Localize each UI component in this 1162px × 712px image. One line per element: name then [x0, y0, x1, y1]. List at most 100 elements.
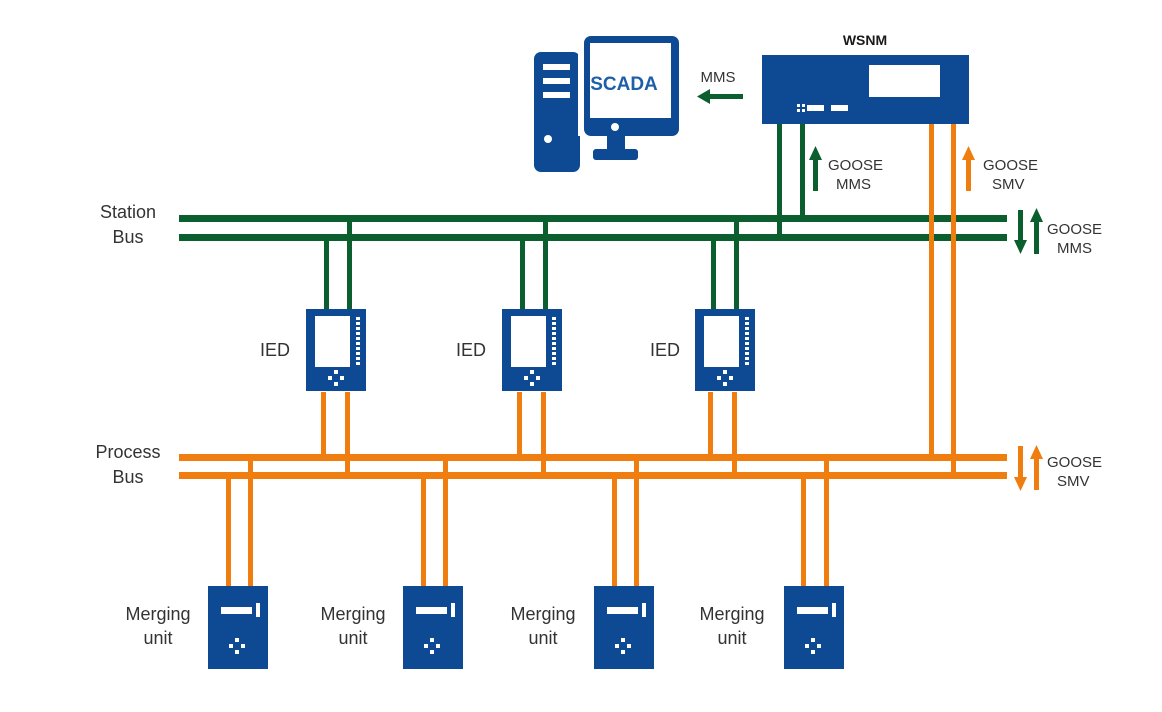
ied-led-strip-icon — [745, 317, 749, 365]
station-bus-label-line2: Bus — [112, 227, 143, 247]
ied-screen — [315, 316, 350, 367]
wsnm-station-arrow-up-icon — [809, 146, 822, 160]
ied-3-label: IED — [650, 340, 680, 360]
ied-screen — [511, 316, 546, 367]
ied-2-label: IED — [456, 340, 486, 360]
merging-unit-device-2 — [403, 586, 463, 669]
ied-3-station-link-a — [711, 238, 716, 310]
ied-device-1 — [306, 309, 366, 391]
wsnm-station-arrow-shaft — [813, 158, 818, 191]
mu-3-link-b — [634, 458, 639, 586]
wsnm-links — [777, 122, 956, 475]
ied-3-process-link-b — [732, 392, 737, 475]
merging-unit-body — [208, 586, 268, 669]
station-bus-arrow-down-shaft — [1018, 210, 1023, 242]
mu-1-label-line2: unit — [143, 628, 172, 648]
merging-unit-indicator — [256, 603, 260, 617]
mu-1-link-b — [248, 458, 253, 586]
ied-3-process-link-a — [708, 392, 713, 457]
merging-unit-keypad-icon — [229, 638, 245, 654]
merging-unit-keypad-icon — [424, 638, 440, 654]
scada-monitor-base — [593, 149, 638, 160]
station-bus-flow-line1: GOOSE — [1047, 221, 1102, 238]
station-bus-arrow-up-shaft — [1034, 222, 1039, 254]
merging-unit-device-4 — [784, 586, 844, 669]
merging-unit-indicator — [451, 603, 455, 617]
wsnm-display — [869, 65, 940, 97]
mu-4-label-line2: unit — [717, 628, 746, 648]
merging-unit-display — [416, 607, 447, 614]
station-bus-arrow-up-icon — [1030, 208, 1043, 222]
merging-unit-display — [797, 607, 828, 614]
wsnm-process-arrow-shaft — [966, 158, 971, 191]
process-bus-label-line1: Process — [95, 442, 160, 462]
process-bus-arrow-up-icon — [1030, 445, 1043, 459]
mu-1-link-a — [226, 478, 231, 586]
wsnm-process-arrow-up-icon — [962, 146, 975, 160]
mu-1-label-line1: Merging — [125, 604, 190, 624]
process-bus-label-line2: Bus — [112, 467, 143, 487]
process-ied-links — [321, 392, 737, 475]
process-bus-line-upper — [179, 454, 1007, 461]
wsnm-ports-icon — [797, 104, 848, 112]
scada-monitor-screen — [590, 43, 671, 118]
merging-unit-device-1 — [208, 586, 268, 669]
mu-2-label-line1: Merging — [320, 604, 385, 624]
ied-2-process-link-a — [517, 392, 522, 457]
ied-1-process-link-a — [321, 392, 326, 457]
wsnm-station-flow: GOOSE MMS — [809, 146, 883, 193]
station-bus-arrow-down-icon — [1014, 240, 1027, 254]
ied-device-3 — [695, 309, 755, 391]
wsnm-to-scada-arrow-shaft — [708, 94, 743, 99]
process-bus-flow-line2: SMV — [1057, 473, 1090, 490]
wsnm-station-link-a — [777, 122, 782, 238]
mu-3-label-line2: unit — [528, 628, 557, 648]
ied-3-station-link-b — [734, 219, 739, 310]
station-bus-flow-line2: MMS — [1057, 240, 1092, 257]
scada-tower-drive-3 — [543, 92, 570, 98]
wsnm-to-scada-label: MMS — [701, 69, 736, 86]
merging-unit-body — [594, 586, 654, 669]
merging-unit-device-3 — [594, 586, 654, 669]
mu-4-label-line1: Merging — [699, 604, 764, 624]
ied-1-station-link-b — [347, 219, 352, 310]
process-bus-arrow-up-shaft — [1034, 458, 1039, 490]
wsnm-device: WSNM — [762, 32, 969, 124]
station-bus-line-lower — [179, 234, 1007, 241]
scada-computer: SCADA — [534, 36, 679, 172]
ied-led-strip-icon — [552, 317, 556, 365]
ied-1-station-link-a — [324, 238, 329, 310]
station-bus: Station Bus — [100, 202, 1007, 247]
merging-unit-indicator — [832, 603, 836, 617]
mu-4-link-a — [801, 478, 806, 586]
wsnm-title: WSNM — [843, 32, 887, 48]
ied-2-station-link-a — [520, 238, 525, 310]
merging-unit-indicator — [642, 603, 646, 617]
ied-keypad-icon — [717, 370, 733, 386]
merging-unit-body — [784, 586, 844, 669]
scada-monitor-button — [611, 123, 619, 131]
mu-4-link-b — [824, 458, 829, 586]
merging-unit-body — [403, 586, 463, 669]
wsnm-to-scada-arrow-icon — [697, 89, 710, 104]
wsnm-process-flow: GOOSE SMV — [962, 146, 1038, 193]
wsnm-to-scada-flow: MMS — [697, 69, 743, 104]
station-bus-line-upper — [179, 215, 1007, 222]
mu-2-link-b — [443, 458, 448, 586]
scada-tower-drive-1 — [543, 64, 570, 70]
wsnm-station-flow-line1: GOOSE — [828, 157, 883, 174]
process-bus-line-lower — [179, 472, 1007, 479]
wsnm-station-link-b — [800, 122, 805, 218]
wsnm-process-link-b — [951, 122, 956, 475]
merging-unit-display — [607, 607, 638, 614]
wsnm-process-link-a — [929, 122, 934, 457]
scada-monitor-neck — [607, 136, 625, 149]
scada-label: SCADA — [590, 74, 658, 95]
ied-screen — [704, 316, 739, 367]
process-bus-arrow-down-shaft — [1018, 446, 1023, 478]
station-ied-links — [324, 219, 739, 310]
merging-unit-display — [221, 607, 252, 614]
station-bus-label-line1: Station — [100, 202, 156, 222]
ied-2-station-link-b — [543, 219, 548, 310]
